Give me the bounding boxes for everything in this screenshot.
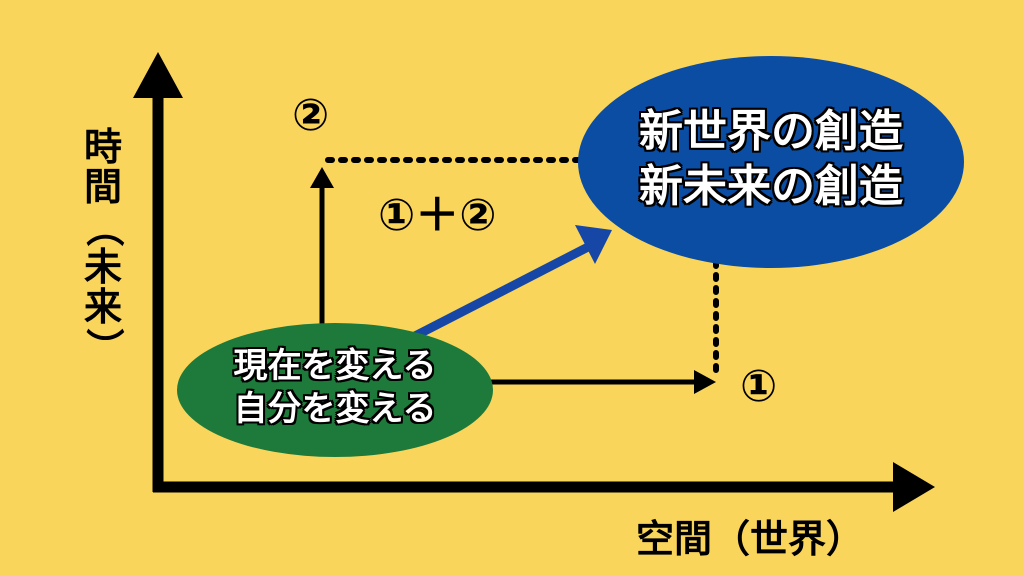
x-axis-arrowhead [893,462,935,512]
y-axis-label-char: ） [81,328,126,367]
point-one-label: ① [740,361,778,412]
goal-node-line: 新世界の創造 [639,106,903,157]
start-node-line: 現在を変える [233,346,437,386]
goal-node-line: 新未来の創造 [639,161,903,212]
y-axis-label-char: 間 [83,164,122,209]
y-axis-label-char: 未 [83,244,122,289]
y-axis-label: 時 間 （ 未 来 ） [80,125,126,367]
start-ellipse [177,323,493,457]
y-axis-label-char: 来 [83,284,122,329]
y-axis-label-char: （ [81,208,126,247]
start-node-text: 現在を変える 自分を変える [200,345,470,430]
goal-ellipse [578,56,964,268]
diagonal-arrow-head [575,225,612,264]
diagonal-arrow [412,242,591,341]
combined-label: ①＋② [378,190,497,241]
x-axis-label: 空間（世界） [636,517,865,561]
point-two-label: ② [292,90,330,141]
goal-node-text: 新世界の創造 新未来の創造 [600,104,942,214]
start-node-line: 自分を変える [233,388,437,429]
arrow-to-point-one-head [694,370,716,394]
y-axis-arrowhead [133,52,183,98]
y-axis-label-char: 時 [83,125,122,169]
arrow-to-point-two-head [310,167,334,188]
